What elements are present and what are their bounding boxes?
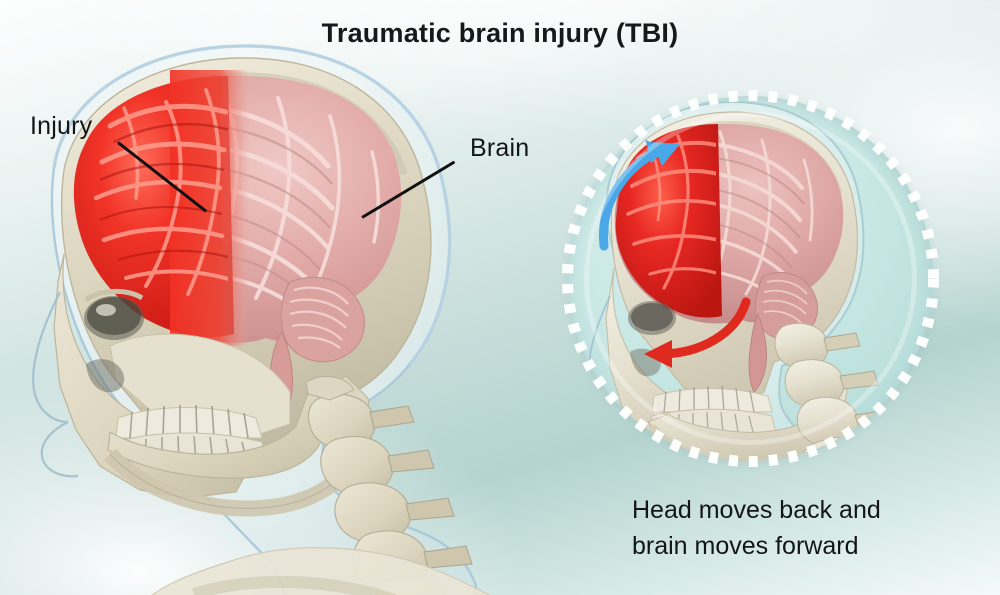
- label-injury: Injury: [30, 112, 93, 140]
- caption-line-1: Head moves back and: [632, 496, 881, 524]
- caption-line-2: brain moves forward: [632, 532, 859, 560]
- inset-magnifier: [558, 86, 943, 471]
- main-head-illustration: [32, 44, 491, 595]
- inset-inner-rim: [584, 112, 917, 445]
- label-brain: Brain: [470, 134, 530, 162]
- upper-teeth: [115, 404, 263, 439]
- injury-region: [73, 70, 250, 346]
- page-title: Traumatic brain injury (TBI): [321, 18, 679, 48]
- inset-caption: Head moves back and brain moves forward: [632, 492, 952, 564]
- shoulder-bones: [151, 547, 491, 595]
